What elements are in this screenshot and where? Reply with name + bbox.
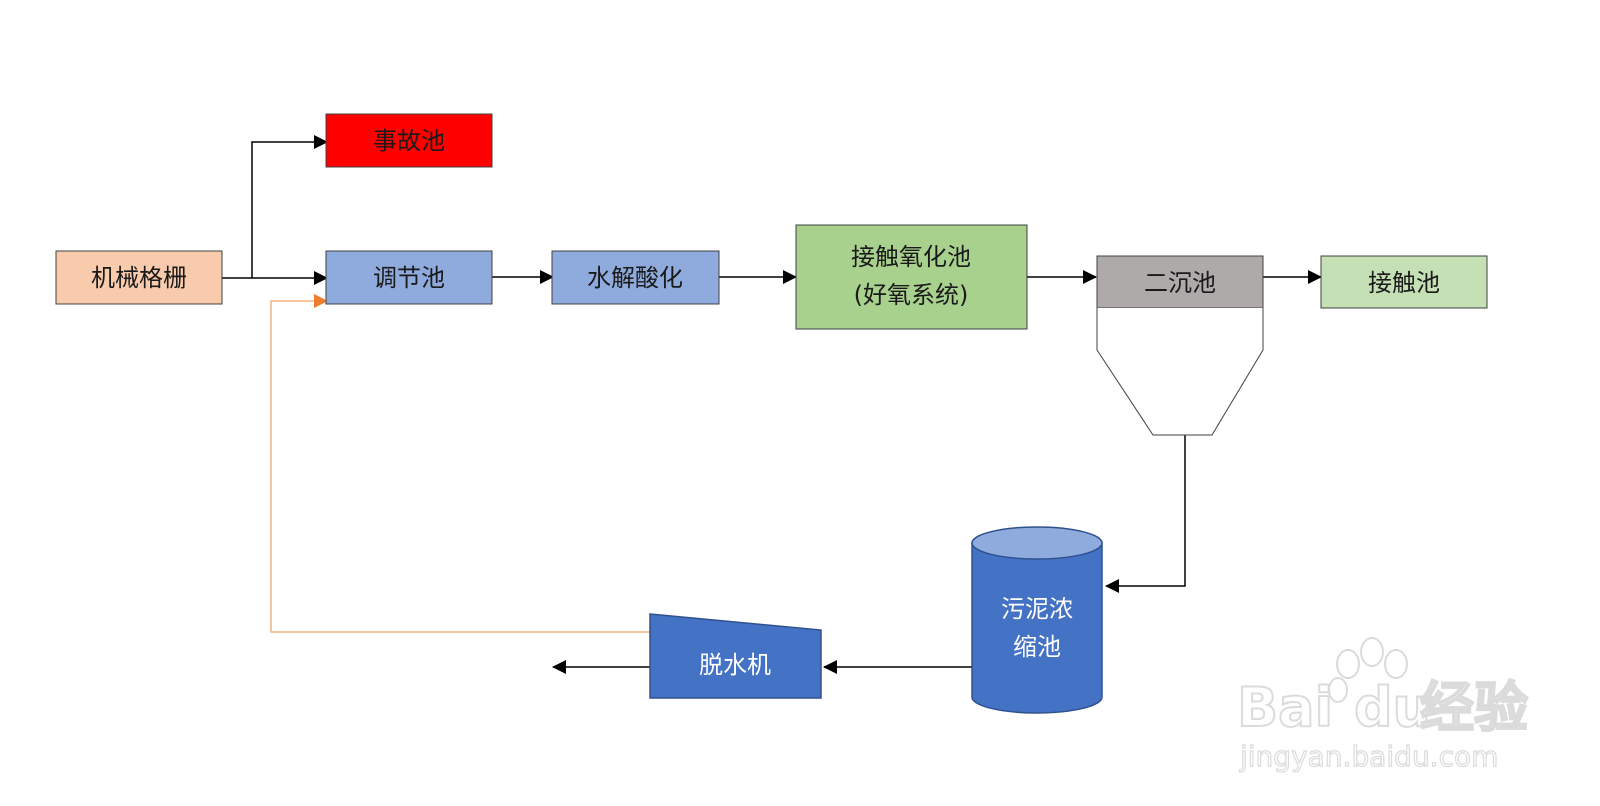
connectors [222,135,1322,674]
node-dewatering-machine: 脱水机 [649,613,822,699]
node-sludge-thickener-line2: 缩池 [1013,633,1061,661]
node-grille-label: 机械格栅 [91,264,187,292]
node-accident-pool: 事故池 [325,113,493,168]
node-grille: 机械格栅 [55,250,223,305]
node-contact-oxidation-line2: (好氧系统) [854,281,969,309]
node-contact-oxidation: 接触氧化池 (好氧系统) [795,224,1028,330]
watermark-url: jingyan.baidu.com [1239,740,1498,773]
baidu-jingyan-watermark: Bai du 经验 jingyan.baidu.com [1236,637,1529,774]
node-regulating-pool: 调节池 [325,250,493,305]
clarifier-hopper [1096,308,1264,436]
node-regulating-pool-label: 调节池 [373,264,445,292]
node-sludge-thickener: 污泥浓 缩池 [971,526,1103,714]
arrow-grille-to-accident [251,135,328,278]
node-contact-pool-label: 接触池 [1368,269,1440,297]
node-secondary-clarifier: 二沉池 [1096,255,1264,436]
node-accident-pool-label: 事故池 [373,127,445,155]
node-contact-pool: 接触池 [1320,255,1488,309]
paw-icon [1328,637,1408,703]
watermark-logo-cn: 经验 [1420,676,1528,739]
node-hydrolysis: 水解酸化 [551,250,720,305]
node-dewatering-machine-label: 脱水机 [699,651,771,679]
node-hydrolysis-label: 水解酸化 [587,264,683,292]
node-secondary-clarifier-label: 二沉池 [1144,269,1216,297]
node-sludge-thickener-line1: 污泥浓 [1001,595,1073,623]
node-contact-oxidation-line1: 接触氧化池 [851,243,971,271]
arrow-hopper-to-thickener [1105,435,1186,593]
watermark-logo-bai: Bai [1237,676,1333,739]
watermark-logo-du: du [1354,676,1431,739]
return-line-filtrate [270,294,650,633]
